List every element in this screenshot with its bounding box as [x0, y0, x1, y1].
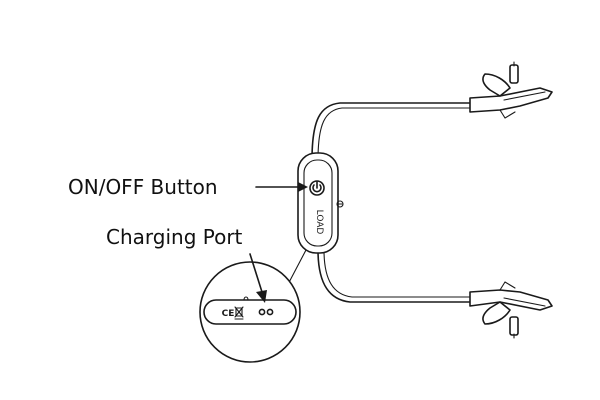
- control-box: [297, 152, 344, 254]
- upper-cable-inner: [317, 107, 471, 161]
- lower-cable: [317, 249, 471, 303]
- ce-mark-icon: CE: [222, 309, 235, 319]
- lower-cable-inner: [323, 249, 471, 298]
- recycle-bin-icon: [234, 306, 244, 320]
- on-off-button-label: ON/OFF Button: [68, 175, 218, 199]
- magnified-inset: CE: [199, 261, 301, 363]
- lower-clip: [469, 281, 553, 339]
- upper-clip: [469, 61, 553, 119]
- charging-pin-left: [258, 308, 266, 316]
- power-icon[interactable]: [309, 180, 325, 196]
- model-label: LOAD: [314, 210, 324, 235]
- arrow-right-icon: [255, 182, 308, 192]
- model-text-vertical: LOAD: [314, 210, 324, 235]
- arrow-down-icon: [249, 253, 267, 303]
- charging-port-label: Charging Port: [106, 225, 243, 249]
- charging-pin-right: [266, 308, 274, 316]
- upper-cable: [311, 102, 471, 161]
